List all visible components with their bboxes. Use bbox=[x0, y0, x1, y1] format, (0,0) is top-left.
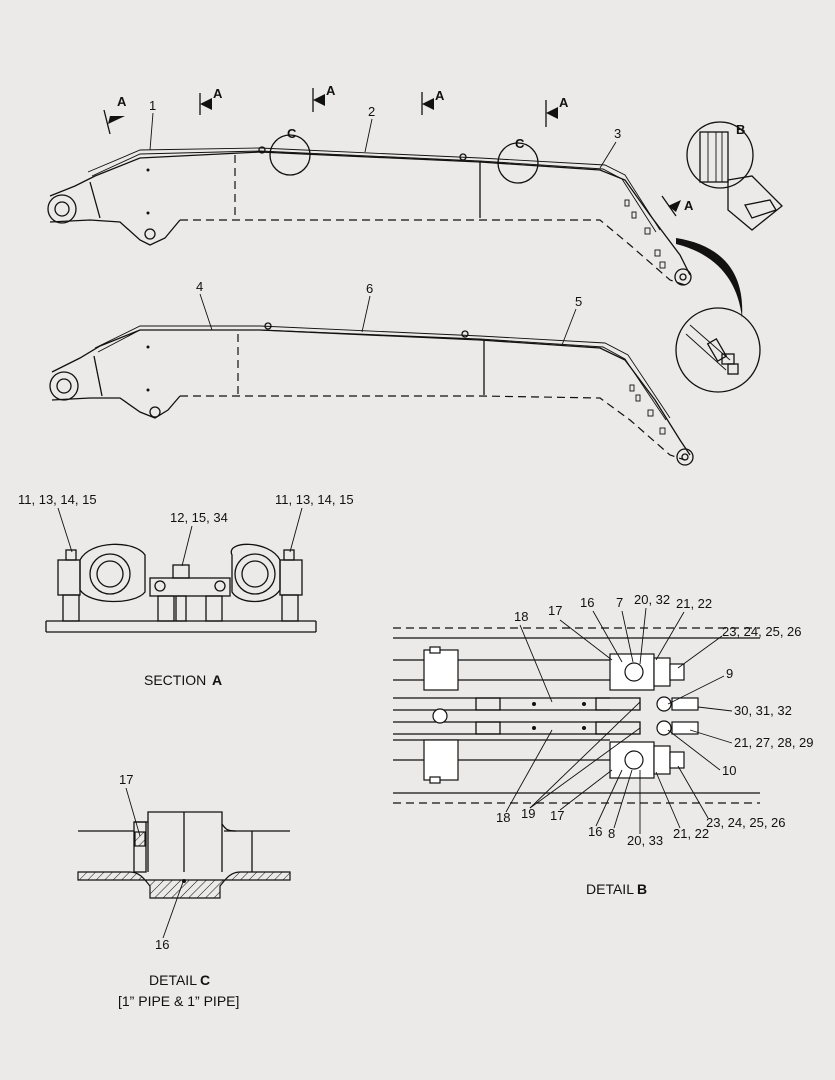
svg-text:17: 17 bbox=[119, 772, 133, 787]
svg-text:17: 17 bbox=[548, 603, 562, 618]
svg-text:1: 1 bbox=[149, 98, 156, 113]
svg-text:A: A bbox=[117, 94, 127, 109]
svg-text:23, 24, 25, 26: 23, 24, 25, 26 bbox=[706, 815, 786, 830]
svg-text:16: 16 bbox=[580, 595, 594, 610]
svg-text:20, 32: 20, 32 bbox=[634, 592, 670, 607]
detail-b: 18 17 16 7 20, 32 21, 22 23, 24, 25, 26 … bbox=[393, 592, 814, 897]
svg-text:11, 13, 14, 15: 11, 13, 14, 15 bbox=[18, 492, 97, 507]
svg-text:3: 3 bbox=[614, 126, 621, 141]
svg-text:5: 5 bbox=[575, 294, 582, 309]
svg-text:20, 33: 20, 33 bbox=[627, 833, 663, 848]
svg-text:8: 8 bbox=[608, 826, 615, 841]
svg-text:DETAIL: DETAIL bbox=[586, 881, 634, 897]
svg-text:17: 17 bbox=[550, 808, 564, 823]
mid-callouts: 4 5 6 bbox=[196, 279, 582, 346]
inset-b bbox=[686, 121, 783, 231]
svg-text:18: 18 bbox=[496, 810, 510, 825]
svg-text:16: 16 bbox=[588, 824, 602, 839]
svg-text:16: 16 bbox=[155, 937, 169, 952]
svg-text:19: 19 bbox=[521, 806, 535, 821]
svg-text:A: A bbox=[684, 198, 694, 213]
detail-c: 17 16 DETAIL C [1” PIPE & 1” PIPE] bbox=[77, 772, 291, 1009]
svg-text:C: C bbox=[287, 126, 297, 141]
svg-text:A: A bbox=[559, 95, 569, 110]
svg-text:A: A bbox=[326, 83, 336, 98]
svg-text:30, 31, 32: 30, 31, 32 bbox=[734, 703, 792, 718]
svg-text:21, 22: 21, 22 bbox=[673, 826, 709, 841]
svg-text:12, 15, 34: 12, 15, 34 bbox=[170, 510, 228, 525]
svg-text:18: 18 bbox=[514, 609, 528, 624]
svg-text:C: C bbox=[515, 136, 525, 151]
boom-top bbox=[47, 134, 692, 286]
svg-text:A: A bbox=[435, 88, 445, 103]
svg-text:10: 10 bbox=[722, 763, 736, 778]
svg-text:4: 4 bbox=[196, 279, 203, 294]
svg-text:A: A bbox=[212, 672, 222, 688]
svg-text:6: 6 bbox=[366, 281, 373, 296]
svg-text:[1” PIPE & 1” PIPE]: [1” PIPE & 1” PIPE] bbox=[118, 993, 239, 1009]
svg-text:21, 27, 28, 29: 21, 27, 28, 29 bbox=[734, 735, 814, 750]
section-a: 11, 13, 14, 15 12, 15, 34 11, 13, 14, 15… bbox=[18, 492, 354, 688]
svg-text:C: C bbox=[200, 972, 210, 988]
svg-text:7: 7 bbox=[616, 595, 623, 610]
boom-middle bbox=[49, 322, 694, 466]
svg-text:11, 13, 14, 15: 11, 13, 14, 15 bbox=[275, 492, 354, 507]
inset-tip bbox=[675, 238, 761, 393]
svg-text:23, 24, 25, 26: 23, 24, 25, 26 bbox=[722, 624, 802, 639]
svg-text:DETAIL: DETAIL bbox=[149, 972, 197, 988]
svg-text:21, 22: 21, 22 bbox=[676, 596, 712, 611]
svg-text:B: B bbox=[637, 881, 647, 897]
top-callouts: 1 2 3 bbox=[149, 98, 621, 169]
svg-text:9: 9 bbox=[726, 666, 733, 681]
svg-text:2: 2 bbox=[368, 104, 375, 119]
section-markers-top: A A A A A A C C B bbox=[103, 83, 745, 217]
svg-text:A: A bbox=[213, 86, 223, 101]
svg-text:SECTION: SECTION bbox=[144, 672, 206, 688]
